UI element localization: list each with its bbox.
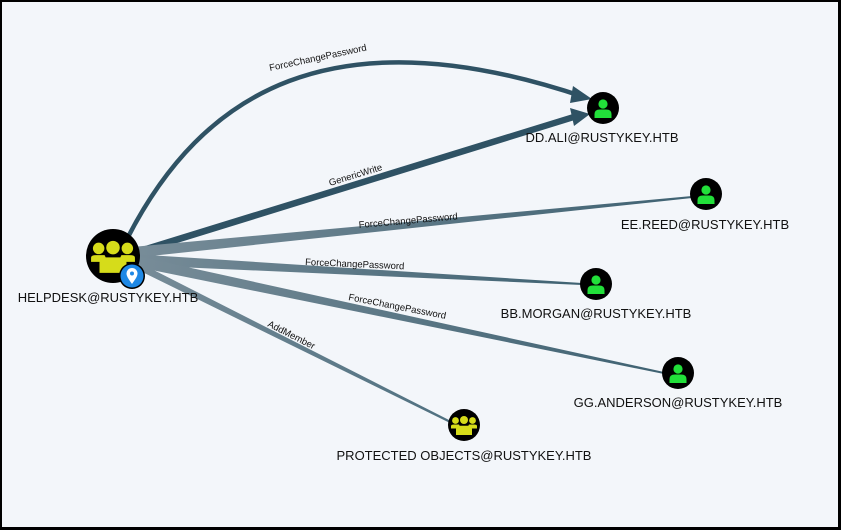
node-label: DD.ALI@RUSTYKEY.HTB	[525, 130, 678, 145]
node-label: BB.MORGAN@RUSTYKEY.HTB	[501, 306, 692, 321]
start-node-marker-icon	[119, 263, 145, 289]
user-icon	[594, 99, 612, 118]
edge-label: ForceChangePassword	[268, 43, 367, 74]
node-ddali[interactable]: DD.ALI@RUSTYKEY.HTB	[525, 92, 679, 145]
user-icon	[697, 185, 715, 204]
edge-arrowhead	[570, 86, 592, 103]
node-gganderson[interactable]: GG.ANDERSON@RUSTYKEY.HTB	[574, 357, 783, 410]
group-icon	[91, 240, 135, 273]
user-icon	[669, 364, 687, 383]
edge-arrowhead	[570, 108, 590, 126]
edge-label: ForceChangePassword	[305, 257, 405, 272]
node-label: HELPDESK@RUSTYKEY.HTB	[18, 290, 199, 305]
user-icon	[587, 275, 605, 294]
group-icon	[451, 416, 477, 435]
edge-forcechangepassword-gganderson[interactable]	[132, 255, 664, 374]
edge-forcechangepassword-bbmorgan[interactable]	[132, 254, 582, 285]
edge-forcechangepassword-ddali[interactable]	[124, 60, 585, 241]
node-protected[interactable]: PROTECTED OBJECTS@RUSTYKEY.HTB	[337, 409, 592, 463]
node-label: EE.REED@RUSTYKEY.HTB	[621, 217, 789, 232]
node-eereed[interactable]: EE.REED@RUSTYKEY.HTB	[621, 178, 789, 232]
edge-addmember-protected[interactable]	[128, 258, 451, 423]
node-bbmorgan[interactable]: BB.MORGAN@RUSTYKEY.HTB	[501, 268, 692, 321]
edge-forcechangepassword-eereed[interactable]	[132, 196, 692, 258]
edge-genericwrite-ddali[interactable]	[132, 113, 578, 257]
node-label: PROTECTED OBJECTS@RUSTYKEY.HTB	[337, 448, 592, 463]
node-helpdesk[interactable]: HELPDESK@RUSTYKEY.HTB	[18, 229, 199, 305]
node-label: GG.ANDERSON@RUSTYKEY.HTB	[574, 395, 783, 410]
